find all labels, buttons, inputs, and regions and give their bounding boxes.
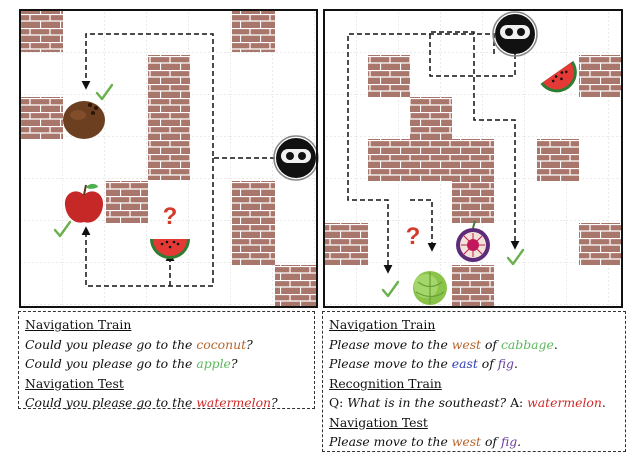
wall-block: [148, 55, 190, 180]
object-cabbage: cabbage: [500, 336, 554, 352]
wall-block: [275, 265, 317, 307]
direction-west: west: [451, 336, 482, 352]
apple-icon: [64, 183, 104, 223]
line-text: Could you please go to the: [25, 336, 197, 352]
question-mark: ?: [163, 203, 178, 230]
right-caption: Navigation Train Please move to the west…: [322, 311, 626, 452]
nav-train-line-1: Could you please go to the coconut?: [25, 335, 308, 355]
line-end: .: [553, 336, 558, 352]
recognition-train-heading: Recognition Train: [329, 375, 442, 391]
wall-block: [579, 223, 622, 265]
nav-test-heading: Navigation Test: [25, 375, 124, 391]
line-text: of: [481, 336, 501, 352]
fig-icon: [456, 220, 490, 262]
answer-label: A:: [506, 395, 528, 410]
direction-west: west: [451, 434, 482, 449]
wall-block: [452, 265, 494, 307]
cabbage-icon: [413, 271, 447, 305]
nav-test-heading: Navigation Test: [329, 414, 428, 430]
wall-block: [537, 139, 579, 181]
wall-block: [20, 97, 63, 139]
line-end: ?: [230, 356, 238, 371]
object-fig: fig: [500, 434, 518, 449]
nav-test-line: Could you please go to the watermelon?: [25, 393, 308, 413]
nav-train-heading: Navigation Train: [329, 317, 436, 332]
path-east-of-fig: [429, 31, 520, 250]
line-text: Could you please go to the: [25, 356, 197, 371]
answer-watermelon: watermelon: [527, 395, 602, 410]
direction-east: east: [451, 356, 478, 371]
line-end: .: [513, 356, 518, 371]
line-text: Please move to the: [329, 434, 452, 449]
nav-train-heading: Navigation Train: [25, 317, 132, 332]
robot-icon: [492, 11, 538, 57]
question-label: Q:: [329, 395, 348, 410]
path-to-coconut: [81, 33, 275, 159]
wall-block: [579, 55, 622, 97]
coconut-icon: [63, 101, 105, 139]
wall-block: [324, 223, 368, 265]
line-text: Could you please go to the: [25, 395, 197, 410]
target-watermelon: watermelon: [196, 395, 272, 410]
line-end: .: [517, 434, 522, 449]
nav-test-line: Please move to the west of fig.: [329, 432, 619, 452]
line-text: of: [477, 356, 498, 371]
line-text: Please move to the: [329, 336, 452, 352]
line-end: ?: [271, 395, 278, 410]
target-coconut: coconut: [196, 336, 247, 352]
wall-block: [232, 181, 275, 265]
left-map: ?: [19, 9, 319, 308]
question-mark: ?: [406, 223, 421, 250]
recognition-line: Q: What is in the southeast? A: watermel…: [329, 393, 619, 413]
wall-block: [232, 10, 275, 52]
question-text: What is in the southeast?: [347, 395, 507, 410]
nav-train-line-1: Please move to the west of cabbage.: [329, 335, 619, 355]
target-apple: apple: [196, 356, 231, 371]
nav-train-line-2: Could you please go to the apple?: [25, 354, 308, 374]
path-to-apple: [81, 158, 214, 287]
object-fig: fig: [497, 356, 514, 371]
wall-block: [452, 181, 494, 223]
line-end: .: [601, 395, 606, 410]
maps-figure: ?: [19, 9, 623, 308]
wall-block: [410, 97, 452, 139]
wall-block: [106, 181, 148, 223]
line-text: Please move to the: [329, 356, 452, 371]
left-caption: Navigation Train Could you please go to …: [18, 311, 315, 410]
nav-train-line-2: Please move to the east of fig.: [329, 354, 619, 374]
robot-icon: [273, 135, 319, 181]
wall-block: [368, 139, 494, 181]
line-end: ?: [246, 336, 253, 352]
wall-block: [368, 55, 410, 97]
line-text: of: [481, 434, 501, 449]
wall-block: [20, 10, 63, 52]
right-map: ?: [323, 9, 623, 308]
